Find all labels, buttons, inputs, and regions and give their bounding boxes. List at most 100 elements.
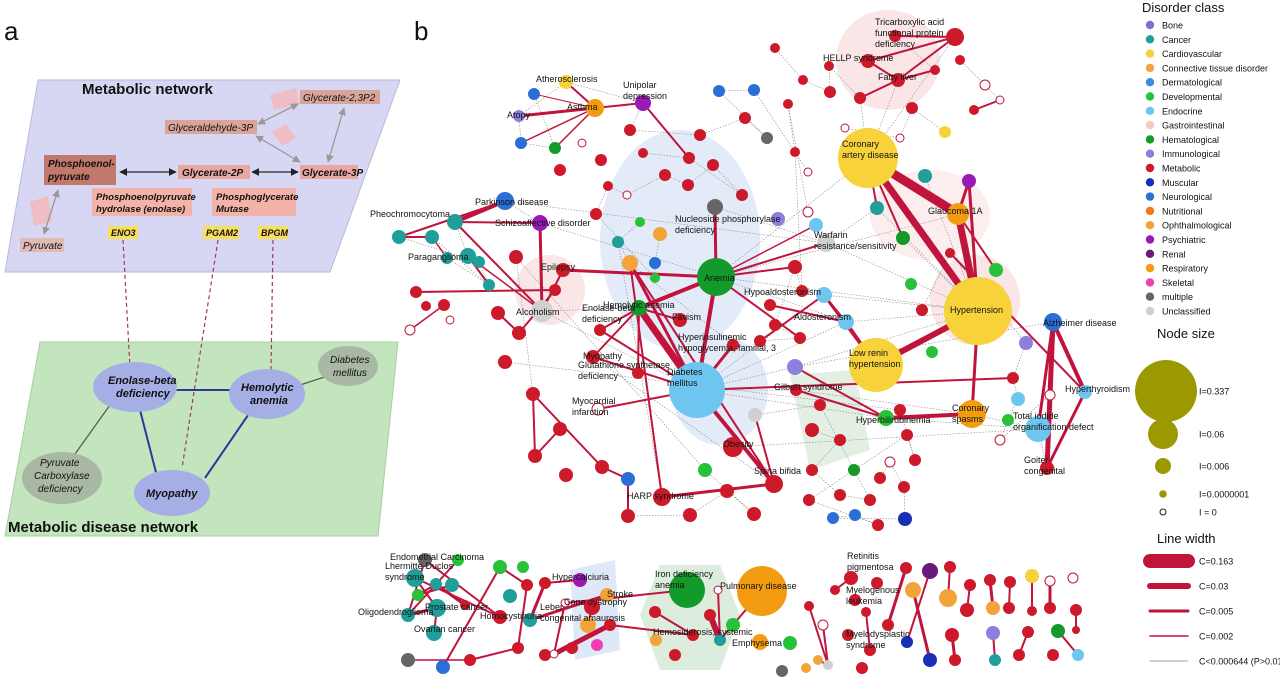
strong-edge [1045,390,1087,470]
disease-label: Atopy [507,110,531,120]
disease-node [898,512,912,526]
strong-edge [949,252,1086,393]
disease-node [591,639,603,651]
strong-edge [754,414,775,485]
strong-edge [520,107,596,144]
disease-node [817,619,829,631]
disease-node [1011,392,1025,406]
disease-node [1072,649,1084,661]
disease-node [526,387,540,401]
disease-label: Glaucoma 1A [928,206,983,216]
disease-node [739,112,751,124]
disease-node [794,332,806,344]
weak-edge [828,65,861,99]
disease-node [556,263,570,277]
disease-node [798,75,808,85]
diabetes-2: mellitus [333,368,367,379]
disease-label: Hypercalciuria [552,572,609,582]
legend-class-swatch [1145,306,1155,316]
pgm-box [212,188,296,216]
disease-node [949,654,961,666]
disease-node [994,434,1006,446]
disease-node [412,589,424,601]
disease-node-diabetes [318,346,378,386]
strong-edge [554,107,596,149]
weak-edge [795,389,973,415]
legend-width-label: C=0.03 [1199,582,1228,592]
enolase-def-2: deficiency [116,388,171,400]
legend-class-label: Developmental [1162,92,1222,102]
weak-edge [627,514,691,517]
disease-node [1044,313,1062,331]
disease-node [803,494,815,506]
strong-edge [715,242,827,278]
disease-node [1027,606,1037,616]
disease-node [560,598,570,608]
disease-node [864,494,876,506]
disease-node [771,212,785,226]
disease-node [922,563,938,579]
disease-node [930,65,940,75]
disease-node [1044,575,1056,587]
disease-label: Cone dystrophy [564,597,628,607]
disease-node [635,95,651,111]
disease-label: Emphysema [732,638,782,648]
disease-node [669,572,705,608]
disease-node [649,606,661,618]
disease-label: Pheochromocytoma [370,209,450,219]
disease-node [460,248,476,264]
disease-node [559,468,573,482]
disease-label: Asthma [567,102,598,112]
disease-node [594,324,606,336]
legend-class-swatch [1145,192,1155,201]
strong-edge [592,307,640,358]
disease-node [809,218,823,232]
disease-label: Anemia [704,273,735,283]
disease-node [573,573,587,587]
disease-node [848,464,860,476]
gene-box-eno3 [108,226,138,239]
legend-class-label: Unclassified [1162,307,1211,317]
legend-class-label: Respiratory [1162,264,1209,274]
strong-edge [424,559,501,618]
network-nodes [392,28,1092,677]
disease-node [445,578,459,592]
disease-node [805,423,819,437]
enolase-def-1: Enolase-beta [108,375,176,387]
panel-b-letter: b [414,16,428,46]
legend-class-label: Endocrine [1162,106,1203,116]
reaction-arrow [326,107,346,163]
legend-class-label: Hematological [1162,135,1219,145]
disease-node [849,509,861,521]
strong-edge [894,35,956,38]
disease-node [945,628,959,642]
disease-node [682,179,694,191]
strong-edge [769,304,847,323]
disease-node [896,231,910,245]
disease-node [1070,604,1082,616]
glyceraldehyde-label: Glyceraldehyde-3P [168,123,253,134]
strong-edge [897,36,956,81]
legend-class-swatch [1145,221,1155,230]
disease-node [1047,649,1059,661]
disease-node [496,192,514,210]
strong-edge [551,622,613,657]
disease-node [1004,576,1016,588]
panel-a: a Metabolic network Metabolic disease ne… [4,16,401,537]
disease-node [1019,336,1033,350]
disease-node [1078,385,1092,399]
disease-node [621,472,635,486]
disease-node [872,519,884,531]
myopathy-label: Myopathy [146,488,198,500]
legend-size-swatch [1148,419,1178,449]
weak-edge [715,276,847,323]
disease-node [830,585,840,595]
legend-class-label: Renal [1162,249,1186,259]
